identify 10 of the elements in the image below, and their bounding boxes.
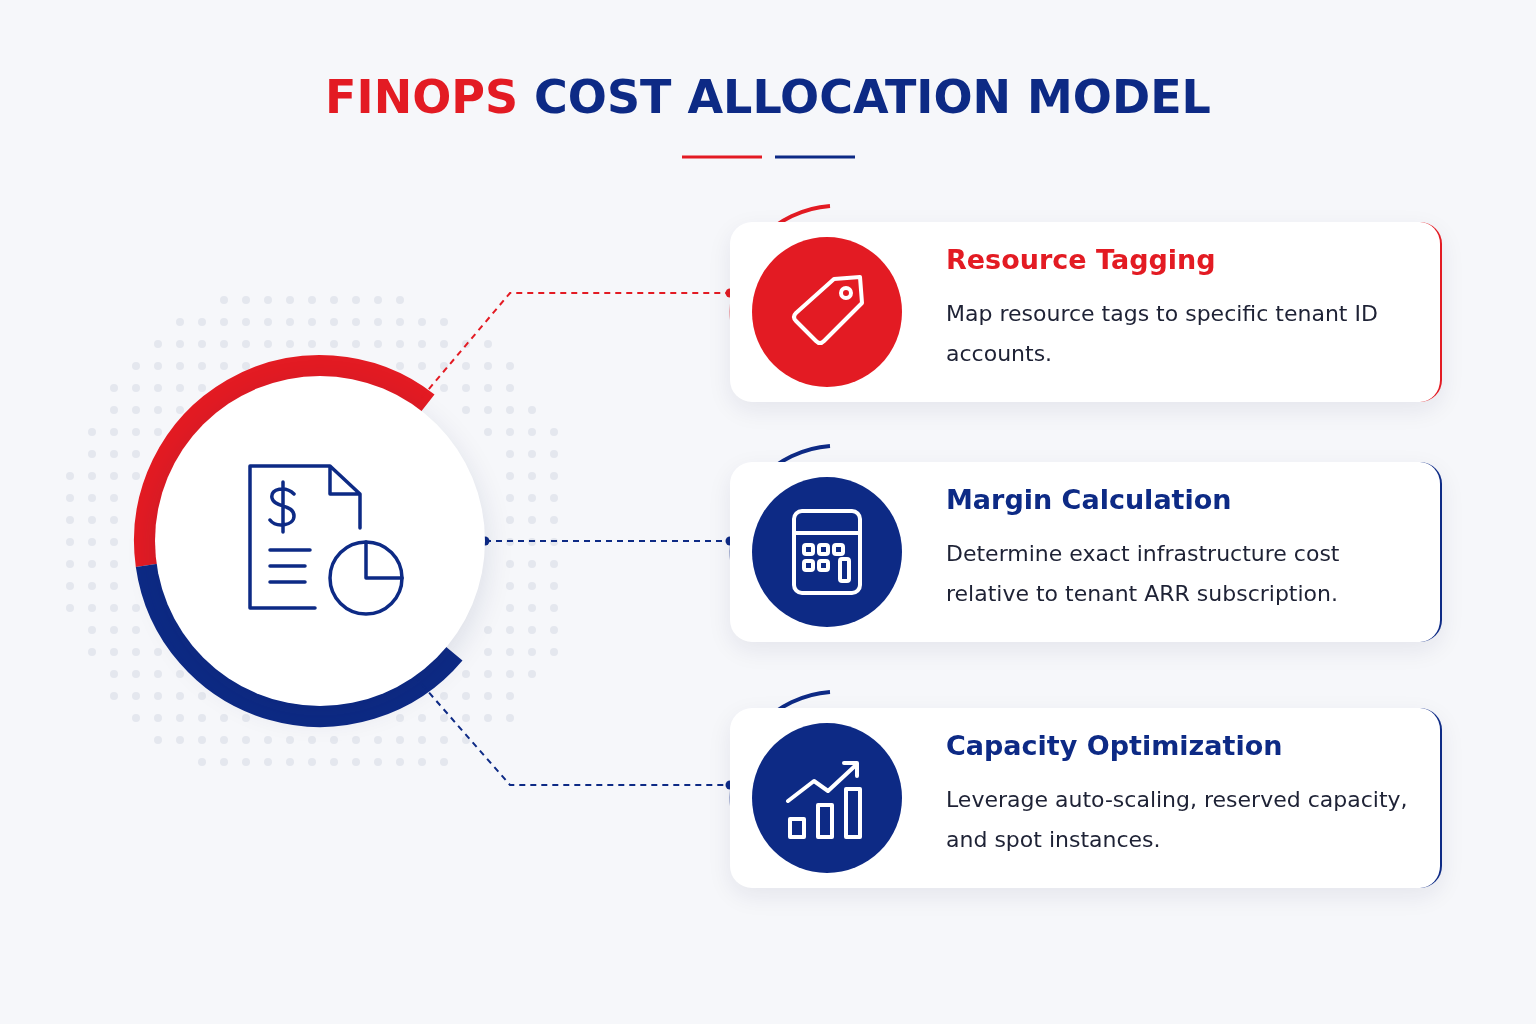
card-description: Map resource tags to specific tenant ID accounts. bbox=[946, 300, 1379, 368]
card-heading: Capacity Optimization bbox=[946, 730, 1283, 761]
info-card bbox=[730, 708, 1442, 888]
info-card bbox=[730, 222, 1442, 402]
title: FINOPS COST ALLOCATION MODEL bbox=[324, 70, 1212, 124]
card-heading: Margin Calculation bbox=[946, 484, 1232, 515]
card-description: Determine exact infrastructure cost relative to tenant ARR subscription. bbox=[946, 540, 1341, 608]
card-heading: Resource Tagging bbox=[946, 244, 1216, 275]
info-card bbox=[730, 462, 1442, 642]
card-description: Leverage auto-scaling, reserved capacity, and spot instances. bbox=[946, 786, 1409, 854]
